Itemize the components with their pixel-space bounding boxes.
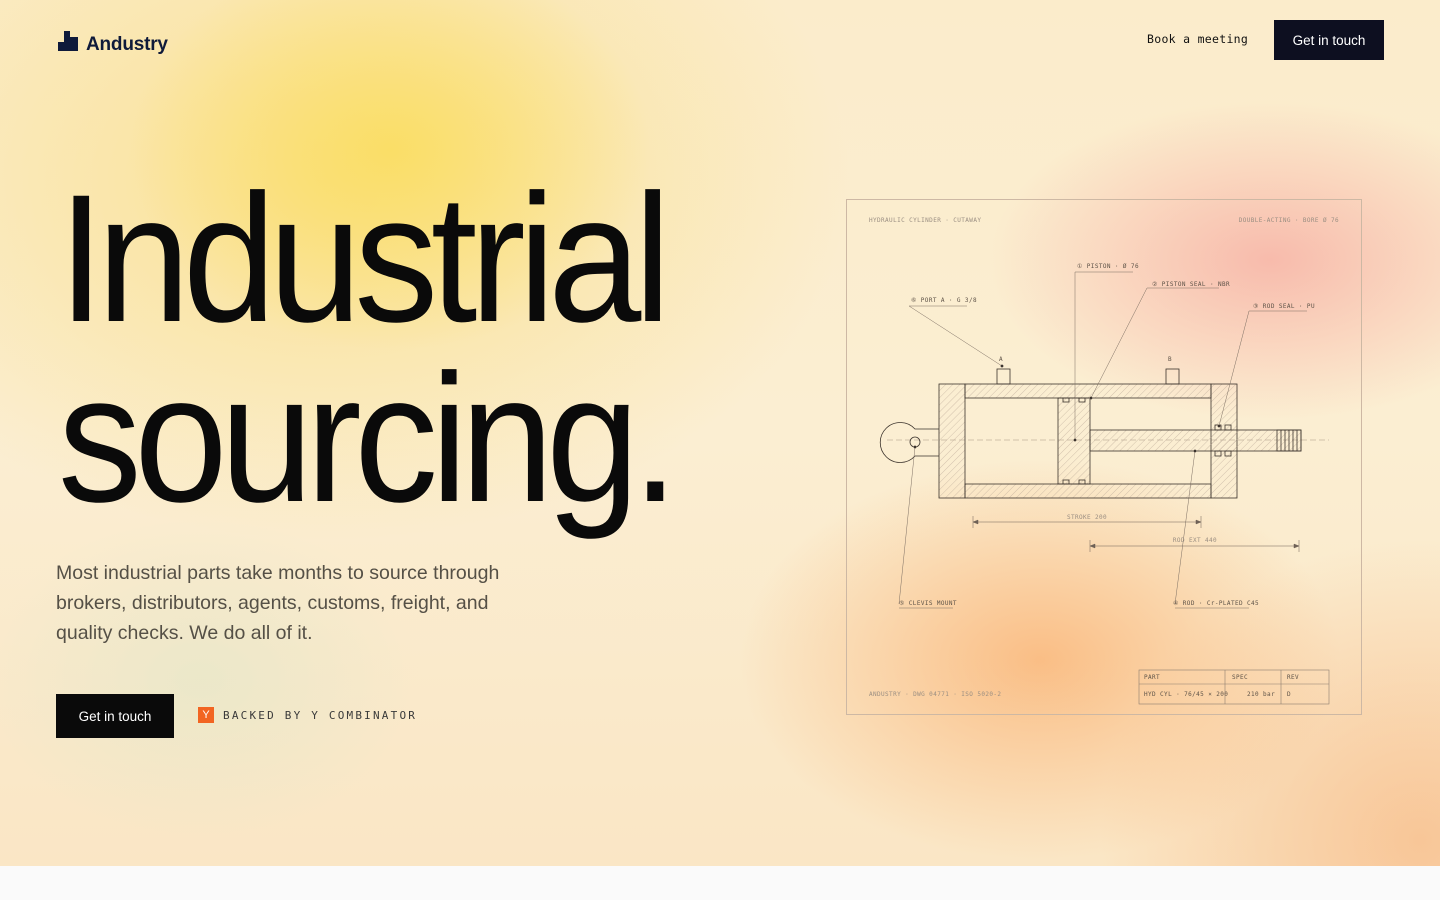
cylinder-blueprint-svg: HYDRAULIC CYLINDER · CUTAWAY DOUBLE-ACTI… — [869, 217, 1339, 705]
table-header-rev: REV — [1287, 674, 1299, 681]
stacked-blocks-icon — [58, 31, 80, 53]
port-b-marker: B — [1168, 356, 1172, 363]
drawing-title-left: HYDRAULIC CYLINDER · CUTAWAY — [869, 217, 981, 224]
leader-lines — [898, 271, 1307, 609]
next-section — [0, 866, 1440, 900]
hero-get-in-touch-button[interactable]: Get in touch — [56, 694, 174, 738]
dimension-lines — [972, 516, 1300, 552]
hero-subtitle: Most industrial parts take months to sou… — [56, 562, 500, 644]
table-cell-spec: 210 bar — [1247, 691, 1275, 698]
hero-headline: Industrial sourcing. — [58, 156, 679, 540]
label-piston: ① PISTON · Ø 76 — [1077, 263, 1139, 270]
cylinder-body — [879, 368, 1329, 499]
drawing-title-right: DOUBLE-ACTING · BORE Ø 76 — [1239, 217, 1339, 224]
book-meeting-link[interactable]: Book a meeting — [1147, 32, 1249, 46]
table-header-spec: SPEC — [1232, 674, 1248, 681]
title-block-table — [1138, 669, 1330, 705]
y-combinator-icon: Y — [198, 707, 214, 723]
label-rod-seal: ③ ROD SEAL · PU — [1253, 303, 1315, 310]
rod-ext-dimension: ROD EXT 440 — [1173, 537, 1217, 544]
backed-by-text: BACKED BY Y COMBINATOR — [223, 708, 418, 722]
label-rod: ④ ROD · Cr-PLATED C45 — [1173, 600, 1259, 607]
hydraulic-cylinder-drawing: HYDRAULIC CYLINDER · CUTAWAY DOUBLE-ACTI… — [846, 199, 1362, 715]
hero-section: Andustry Book a meeting Get in touch Ind… — [0, 0, 1440, 866]
drawing-footer: ANDUSTRY · DWG 04771 · ISO 5020-2 — [869, 691, 1001, 698]
table-header-part: PART — [1144, 674, 1160, 681]
table-cell-part: HYD CYL · 76/45 × 200 — [1144, 691, 1228, 698]
brand-name: Andustry — [86, 34, 168, 55]
label-clevis: ⑤ CLEVIS MOUNT — [899, 600, 957, 607]
headline-line-1: Industrial — [58, 156, 671, 360]
port-a-marker: A — [999, 356, 1003, 363]
label-port-a: ⑥ PORT A · G 3/8 — [911, 297, 977, 304]
stroke-dimension: STROKE 200 — [1067, 514, 1107, 521]
label-piston-seal: ② PISTON SEAL · NBR — [1152, 281, 1230, 288]
brand-logo[interactable]: Andustry — [58, 28, 168, 56]
nav-get-in-touch-button[interactable]: Get in touch — [1274, 20, 1384, 60]
yc-backed-badge: Y BACKED BY Y COMBINATOR — [198, 707, 417, 723]
table-cell-rev: D — [1287, 691, 1291, 698]
headline-line-2: sourcing. — [58, 336, 679, 540]
